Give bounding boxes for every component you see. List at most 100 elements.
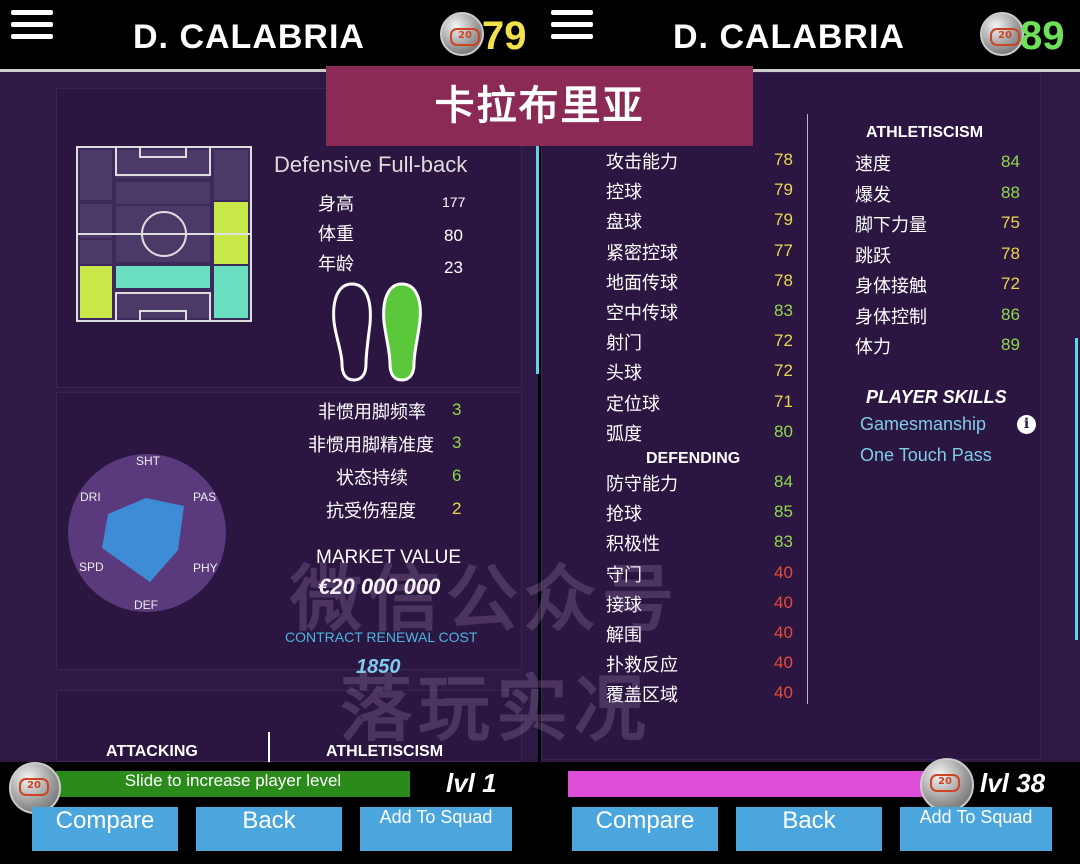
foot-stat-label: 状态持续 — [336, 468, 408, 489]
attribute-value: 88 — [1001, 182, 1020, 202]
radar-label-sht: SHT — [136, 454, 160, 468]
market-value-label: MARKET VALUE — [316, 547, 462, 568]
level-left: lvl 1 — [446, 768, 497, 798]
attribute-value: 77 — [774, 240, 793, 260]
scroll-indicator-left[interactable] — [536, 140, 539, 374]
level-slider[interactable]: Slide to increase player level — [56, 771, 410, 797]
foot-stat-value: 3 — [452, 433, 462, 452]
attribute-label: 攻击能力 — [606, 152, 678, 173]
tab-divider — [268, 732, 270, 762]
attribute-label: 跳跃 — [855, 245, 891, 267]
scrollbar[interactable] — [1075, 338, 1078, 640]
attribute-value: 79 — [774, 180, 793, 200]
radar-label-dri: DRI — [80, 490, 101, 504]
athleticism-title: ATHLETISCISM — [866, 124, 984, 141]
header-divider — [540, 69, 1080, 72]
attribute-value: 80 — [774, 421, 793, 441]
foot-stat-label: 非惯用脚精准度 — [308, 435, 434, 456]
attribute-label: 体力 — [855, 337, 891, 358]
tab-attacking[interactable]: ATTACKING — [106, 743, 198, 760]
attribute-value: 86 — [1001, 304, 1020, 324]
attribute-value: 83 — [774, 532, 793, 552]
add-to-squad-button[interactable]: Add To Squad — [360, 807, 512, 851]
attribute-label: 守门 — [606, 564, 642, 586]
bio-label: 体重 — [318, 224, 354, 245]
foot-stat-value: 6 — [452, 466, 462, 485]
attribute-value: 40 — [774, 683, 793, 703]
radar-label-def: DEF — [134, 598, 158, 612]
player-skills-title: PLAYER SKILLS — [866, 387, 1007, 407]
compare-button[interactable]: Compare — [32, 807, 178, 851]
attribute-label: 速度 — [855, 154, 891, 175]
menu-icon[interactable] — [11, 10, 53, 42]
add-to-squad-button[interactable]: Add To Squad — [900, 807, 1052, 851]
attribute-label: 定位球 — [606, 393, 660, 415]
attribute-label: 抢球 — [606, 504, 642, 526]
skill-one-touch-pass[interactable]: One Touch Pass — [860, 445, 992, 465]
attribute-value: 72 — [774, 361, 793, 381]
market-value: €20 000 000 — [318, 574, 441, 599]
foot-stat-value: 2 — [452, 499, 462, 518]
bio-label: 年龄 — [318, 254, 354, 275]
pitch-zone-tertiary — [116, 266, 210, 288]
attribute-label: 接球 — [606, 594, 642, 616]
renewal-cost: 1850 — [356, 656, 401, 678]
attribute-value: 40 — [774, 653, 793, 673]
attribute-label: 身体接触 — [855, 276, 927, 297]
attribute-value: 40 — [774, 562, 793, 582]
info-icon[interactable]: i — [1017, 415, 1036, 434]
attribute-label: 紧密控球 — [606, 242, 678, 264]
attribute-label: 空中传球 — [606, 303, 678, 324]
compare-button[interactable]: Compare — [572, 807, 718, 851]
attribute-value: 78 — [774, 150, 793, 169]
attribute-value: 84 — [774, 472, 793, 491]
attribute-value: 40 — [774, 623, 793, 642]
attribute-value: 79 — [774, 210, 793, 230]
level-slider-full[interactable] — [568, 771, 940, 797]
back-button[interactable]: Back — [736, 807, 882, 851]
attribute-value: 40 — [774, 592, 793, 612]
back-button[interactable]: Back — [196, 807, 342, 851]
position-pitch — [76, 146, 252, 322]
attribute-label: 控球 — [606, 182, 642, 204]
attribute-value: 89 — [1001, 335, 1020, 354]
bio-value: 23 — [444, 258, 463, 277]
foot-stat-label: 抗受伤程度 — [326, 501, 416, 522]
attribute-label: 爆发 — [855, 184, 891, 206]
game-logo-icon — [980, 12, 1024, 56]
attributes-card — [541, 72, 1041, 760]
attribute-value: 72 — [1001, 274, 1020, 293]
skill-gamesmanship[interactable]: Gamesmanship — [860, 414, 987, 434]
attribute-label: 解围 — [606, 625, 642, 646]
pitch-zone-secondary — [80, 266, 112, 318]
attribute-label: 脚下力量 — [855, 215, 927, 236]
player-name-left: D. CALABRIA — [133, 18, 365, 56]
attribute-value: 85 — [774, 502, 793, 522]
column-divider — [807, 114, 808, 704]
tab-athleticism[interactable]: ATHLETISCISM — [326, 743, 444, 760]
pitch-zone-tertiary — [214, 266, 248, 318]
header-divider — [0, 69, 540, 72]
tabs-card — [56, 690, 522, 762]
game-logo-icon — [440, 12, 484, 56]
attribute-label: 射门 — [606, 333, 642, 355]
position-name: Defensive Full-back — [274, 152, 468, 177]
player-name-banner: 卡拉布里亚 — [326, 66, 753, 146]
watermark-line-1: 微信公众号 — [290, 557, 681, 641]
attribute-label: 头球 — [606, 363, 642, 385]
watermark-line-2: 落玩实况 — [340, 667, 653, 751]
attribute-value: 83 — [774, 301, 793, 320]
overall-rating-right: 89 — [1020, 14, 1065, 58]
attribute-label: 扑救反应 — [606, 655, 678, 677]
menu-icon[interactable] — [551, 10, 593, 42]
radar-shape — [102, 498, 184, 582]
player-name-right: D. CALABRIA — [673, 18, 905, 56]
defending-title: DEFENDING — [646, 450, 741, 467]
attribute-value: 75 — [1001, 213, 1020, 232]
foot-stat-value: 3 — [452, 400, 462, 419]
bio-value: 80 — [444, 226, 463, 245]
radar-label-spd: SPD — [79, 560, 104, 574]
attribute-value: 78 — [774, 270, 793, 290]
slider-handle[interactable] — [920, 758, 974, 812]
attribute-label: 覆盖区域 — [606, 685, 678, 707]
